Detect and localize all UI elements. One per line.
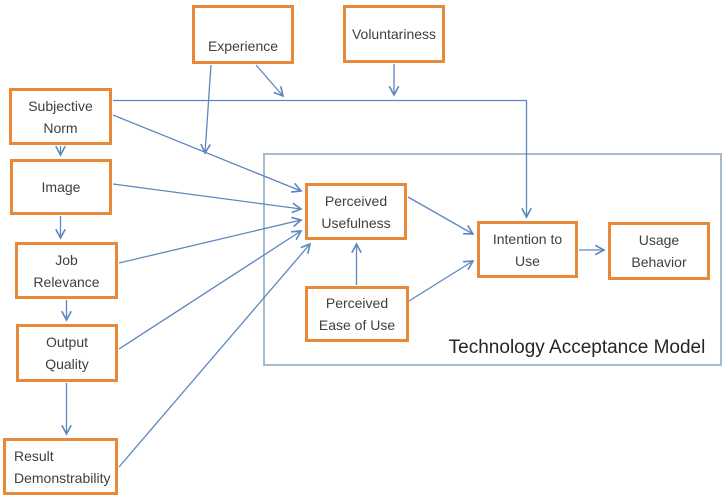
node-voluntariness: Voluntariness	[343, 5, 445, 63]
edge-perceived-ease-intention	[408, 260, 475, 302]
edge-job-relevance-perceived-usefulness	[118, 216, 303, 264]
edge-output-quality-perceived-usefulness	[118, 230, 303, 350]
node-job-relevance: Job Relevance	[15, 242, 118, 299]
edge-perceived-usefulness-intention	[407, 196, 475, 235]
node-output-quality: Output Quality	[16, 324, 118, 382]
edge-subjective-norm-intention	[113, 99, 532, 219]
edge-experience-moderates-sn-intention	[255, 64, 285, 98]
node-subjective-norm: Subjective Norm	[9, 88, 112, 145]
node-result-demonstrability: Result Demonstrability	[3, 438, 118, 495]
edge-experience-moderates-sn-pu	[200, 64, 212, 155]
node-perceived-ease-of-use: Perceived Ease of Use	[305, 286, 409, 342]
node-usage-behavior: Usage Behavior	[608, 222, 710, 280]
node-image: Image	[10, 159, 112, 215]
node-intention-to-use: Intention to Use	[477, 221, 578, 278]
node-experience: Experience	[192, 5, 294, 64]
edge-image-perceived-usefulness	[112, 183, 303, 214]
edge-result-demonstrability-perceived-usefulness	[118, 242, 312, 468]
tam-boundary-box	[263, 153, 722, 366]
node-perceived-usefulness: Perceived Usefulness	[305, 183, 407, 240]
tam-title: Technology Acceptance Model	[448, 337, 706, 358]
